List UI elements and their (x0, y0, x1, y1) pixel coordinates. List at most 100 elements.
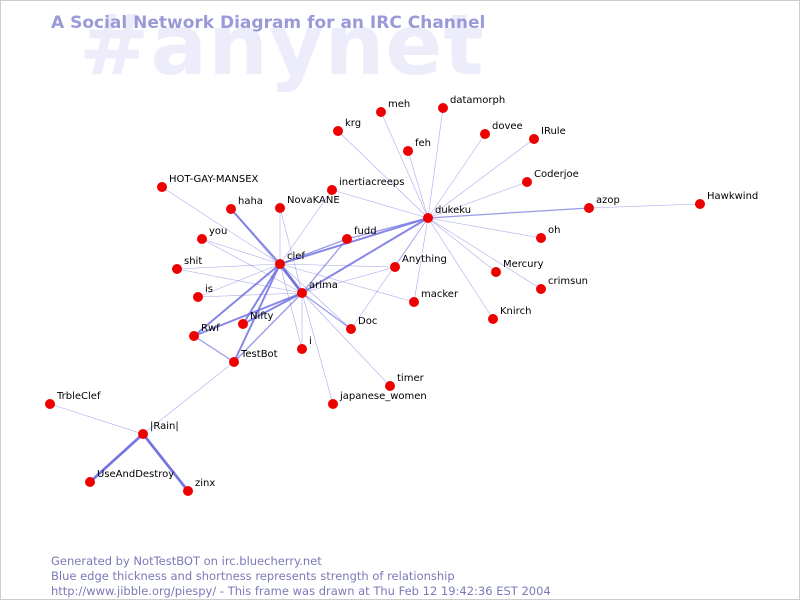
node-label: Knirch (500, 306, 531, 317)
node-marker (390, 262, 400, 272)
node-marker (183, 486, 193, 496)
edge-dukeku-krg (337, 130, 429, 219)
edge-clef-fudd (279, 238, 348, 265)
edge-azop-hawkwind (588, 203, 701, 209)
edge-testbot-rain (142, 361, 235, 435)
node-marker (522, 177, 532, 187)
node-label: Hawkwind (707, 191, 758, 202)
edge-dukeku-azop (427, 207, 590, 219)
node-label: oh (548, 225, 560, 236)
footer-info: Generated by NotTestBOT on irc.bluecherr… (51, 554, 551, 599)
node-label: inertiacreeps (339, 177, 404, 188)
node-marker (157, 182, 167, 192)
node-oh: oh (536, 225, 560, 243)
node-label: meh (388, 99, 410, 110)
node-label: japanese_women (339, 391, 427, 402)
node-marker (695, 199, 705, 209)
node-label: timer (397, 373, 425, 384)
edge-clef-macker (279, 263, 415, 303)
node-i: i (297, 336, 312, 354)
node-label: shit (184, 256, 202, 267)
node-useanddestroy: UseAndDestroy (85, 469, 174, 487)
edge-arima-haha (230, 208, 303, 294)
node-japanese-women: japanese_women (328, 391, 427, 409)
node-label: dukeku (435, 205, 471, 216)
node-label: Nifty (250, 311, 274, 322)
edge-dukeku-macker (413, 217, 429, 303)
edge-rain-useanddestroy (88, 432, 145, 484)
node-timer: timer (385, 373, 425, 391)
node-label: NovaKANE (287, 195, 340, 206)
node-label: you (209, 226, 227, 237)
edge-clef-you (201, 238, 281, 265)
node-inertiacreeps: inertiacreeps (327, 177, 404, 195)
edge-arima-fudd (301, 238, 348, 294)
node-knirch: Knirch (488, 306, 531, 324)
edge-clef-rwf (193, 263, 281, 337)
footer-legend-line: Blue edge thickness and shortness repres… (51, 569, 455, 583)
node-is: is (193, 284, 213, 302)
edge-clef-hot-gay-mansex (161, 186, 281, 265)
node-label: krg (345, 118, 361, 129)
node-crimsun: crimsun (536, 276, 588, 294)
edge-clef-is (197, 263, 281, 298)
node-irule: IRule (529, 126, 566, 144)
node-marker (229, 357, 239, 367)
node-trbleclef: TrbleClef (45, 391, 101, 409)
node-marker (193, 292, 203, 302)
edge-clef-inertiacreeps (279, 189, 333, 265)
node-marker (536, 233, 546, 243)
node-marker (226, 204, 236, 214)
node-label: is (205, 284, 213, 295)
node-marker (403, 146, 413, 156)
node-you: you (197, 226, 227, 244)
node-marker (138, 429, 148, 439)
edge-arima-you (201, 238, 303, 294)
edge-dukeku-mercury (427, 217, 497, 273)
node-testbot: TestBot (229, 349, 278, 367)
node-marker (488, 314, 498, 324)
edge-dukeku-inertiacreeps (331, 189, 429, 219)
edge-dukeku-meh (380, 111, 429, 219)
edge-clef-arima (278, 262, 304, 295)
node-label: TrbleClef (56, 391, 101, 402)
edge-dukeku-irule (427, 138, 535, 219)
node-label: UseAndDestroy (97, 469, 174, 480)
edge-arima-rwf (193, 292, 303, 337)
footer-generated-line: Generated by NotTestBOT on irc.bluecherr… (51, 554, 322, 568)
node-marker (491, 267, 501, 277)
edges-layer (49, 107, 701, 493)
node-hot-gay-mansex: HOT-GAY-MANSEX (157, 174, 259, 192)
node-marker (385, 381, 395, 391)
node-arima: arima (297, 280, 338, 298)
node-meh: meh (376, 99, 410, 117)
node-marker (480, 129, 490, 139)
node-marker (238, 319, 248, 329)
edge-dukeku-oh (427, 217, 542, 239)
node-marker (342, 234, 352, 244)
node-anything: Anything (390, 254, 447, 272)
edge-arima-shit (176, 268, 303, 294)
node-marker (423, 213, 433, 223)
node-doc: Doc (346, 316, 377, 334)
edge-arima-novakane (279, 207, 303, 294)
node-marker (529, 134, 539, 144)
edge-clef-anything (279, 263, 396, 268)
node-label: HOT-GAY-MANSEX (169, 174, 259, 185)
node-shit: shit (172, 256, 202, 274)
node-nifty: Nifty (238, 311, 274, 329)
node-label: Doc (358, 316, 377, 327)
node-mercury: Mercury (491, 259, 544, 277)
node-coderjoe: Coderjoe (522, 169, 579, 187)
node-azop: azop (584, 195, 620, 213)
channel-watermark: #anynet (79, 0, 485, 94)
node-marker (438, 103, 448, 113)
node-marker (197, 234, 207, 244)
edge-arima-japanese-women (301, 292, 334, 405)
node-marker (189, 331, 199, 341)
node-rwf: Rwf (189, 323, 220, 341)
edge-arima-nifty (242, 292, 303, 325)
diagram-title: A Social Network Diagram for an IRC Chan… (51, 13, 486, 33)
edge-dukeku-arima (301, 217, 429, 294)
